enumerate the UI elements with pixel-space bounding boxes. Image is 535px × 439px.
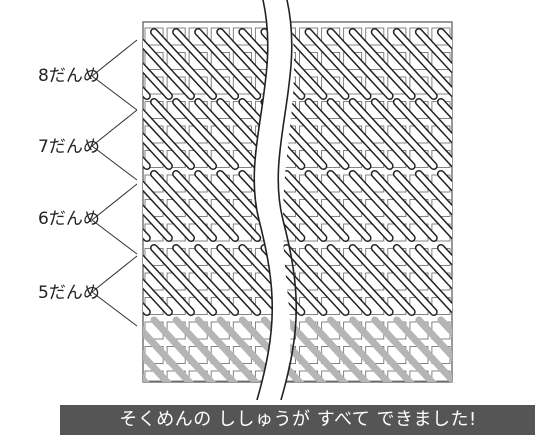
stitch-fill bbox=[143, 256, 194, 315]
stitch-fill bbox=[350, 245, 415, 315]
stitch-fill bbox=[328, 245, 393, 315]
stitch-previous bbox=[150, 316, 216, 382]
completion-caption: そくめんの ししゅうが すべて できました! bbox=[60, 405, 535, 435]
stitch-fill bbox=[394, 171, 452, 238]
stitch-fill bbox=[438, 29, 452, 48]
stitch-fill bbox=[195, 245, 260, 315]
stitch-outline bbox=[463, 248, 522, 312]
stitch-fill bbox=[151, 245, 216, 315]
row-brace bbox=[91, 183, 138, 255]
stitch-fill bbox=[283, 99, 349, 169]
stitch-fill bbox=[350, 29, 415, 99]
stitch-fill bbox=[173, 99, 238, 169]
stitch-previous bbox=[194, 316, 261, 382]
stitch-fill bbox=[350, 99, 415, 169]
stitch-fill bbox=[283, 245, 349, 315]
stitch-fill bbox=[416, 245, 452, 288]
stitch-fill bbox=[283, 29, 349, 99]
stitch-fill bbox=[173, 171, 238, 241]
stitch-fill bbox=[416, 171, 452, 214]
stitch-fill bbox=[306, 99, 371, 169]
stitch-fill bbox=[143, 134, 172, 169]
stitch-fill bbox=[283, 171, 349, 241]
stitch-previous bbox=[371, 316, 437, 382]
stitch-fill bbox=[143, 110, 194, 169]
stitch-previous bbox=[172, 316, 238, 382]
stitch-fill bbox=[195, 99, 260, 169]
row-label-8: 8だんめ bbox=[38, 66, 100, 86]
stitch-previous bbox=[143, 374, 150, 382]
stitch-fill bbox=[438, 171, 452, 190]
stitch-previous bbox=[327, 316, 393, 382]
stitch-previous bbox=[143, 350, 172, 382]
stitch-fill bbox=[394, 245, 452, 312]
stitch-fill bbox=[463, 248, 522, 312]
stitch-fill bbox=[173, 29, 238, 99]
break-line-right bbox=[277, 0, 298, 400]
stitch-fill bbox=[372, 245, 437, 315]
stitch-fill bbox=[143, 64, 172, 99]
stitch-fill bbox=[372, 171, 437, 241]
stitch-fill bbox=[306, 245, 371, 315]
stitch-previous bbox=[463, 320, 522, 384]
stitch-fill bbox=[143, 182, 194, 241]
break-line-left bbox=[253, 0, 274, 400]
stitch-previous bbox=[393, 316, 452, 382]
stitch-outline bbox=[463, 102, 522, 166]
stitch-previous bbox=[437, 316, 452, 338]
stitch-previous bbox=[282, 316, 349, 382]
row-brace bbox=[91, 39, 138, 111]
stitch-fill bbox=[306, 29, 371, 99]
stitch-fill bbox=[416, 29, 452, 72]
row-brace bbox=[91, 255, 138, 327]
stitch-fill bbox=[394, 29, 452, 96]
stitch-fill bbox=[394, 99, 452, 166]
stitch-fill bbox=[151, 171, 216, 241]
stitch-outline bbox=[463, 32, 522, 96]
stitch-fill bbox=[416, 99, 452, 142]
stitch-fill bbox=[143, 206, 172, 241]
stitch-fill bbox=[350, 171, 415, 241]
stitch-fill bbox=[173, 245, 238, 315]
stitch-fill bbox=[143, 280, 172, 315]
stitch-previous bbox=[415, 316, 452, 362]
break-gap bbox=[254, 0, 295, 400]
stitch-fill bbox=[438, 245, 452, 264]
stitch-previous bbox=[349, 316, 415, 382]
row-braces bbox=[91, 39, 138, 327]
stitch-fill bbox=[328, 171, 393, 241]
stitch-fill bbox=[195, 171, 260, 241]
row-label-7: 7だんめ bbox=[38, 137, 100, 157]
stitch-fill bbox=[151, 99, 216, 169]
stitch-fill bbox=[372, 99, 437, 169]
stitch-fill bbox=[143, 40, 194, 99]
stitch-previous bbox=[305, 316, 371, 382]
stitch-previous bbox=[143, 326, 194, 382]
stitch-fill bbox=[306, 171, 371, 241]
stitch-fill bbox=[217, 245, 282, 315]
row-label-5: 5だんめ bbox=[38, 283, 100, 303]
stitch-outline bbox=[463, 174, 522, 238]
stitch-fill bbox=[372, 29, 437, 99]
stitch-fill bbox=[463, 32, 522, 96]
stitch-fill bbox=[438, 99, 452, 118]
stitch-fill bbox=[328, 99, 393, 169]
stitch-fill bbox=[143, 88, 150, 99]
stitch-fill bbox=[463, 174, 522, 238]
stitch-fill bbox=[151, 29, 216, 99]
stitch-fill bbox=[463, 102, 522, 166]
stitch-outline bbox=[143, 85, 151, 100]
stitch-fill bbox=[328, 29, 393, 99]
break-mark bbox=[253, 0, 298, 400]
row-brace bbox=[91, 109, 138, 181]
row-label-6: 6だんめ bbox=[38, 209, 100, 229]
stitch-fill bbox=[195, 29, 260, 99]
canvas-grid-diagram bbox=[91, 0, 522, 400]
